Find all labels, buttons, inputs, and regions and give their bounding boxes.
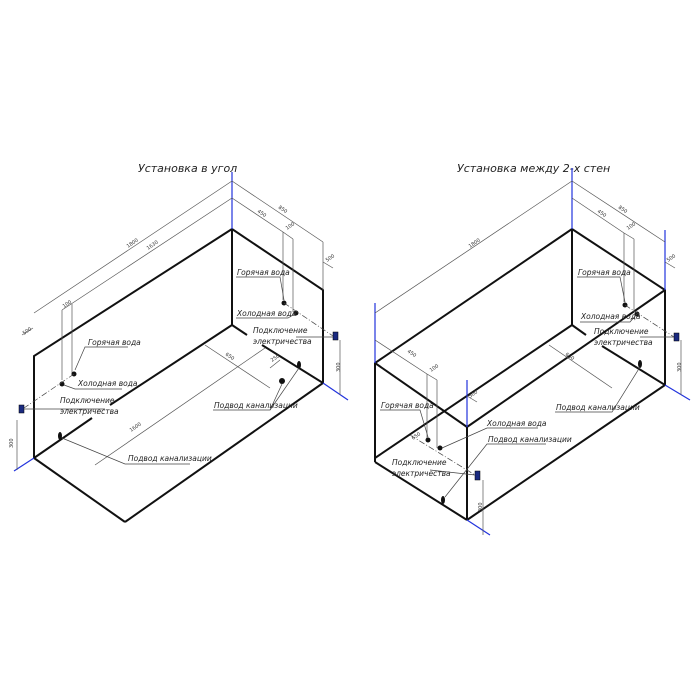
dimension-lines	[16, 180, 341, 470]
label-cold-water-front: Холодная вода	[486, 419, 547, 428]
drain-point-back	[638, 360, 642, 368]
dim-650: 650	[224, 352, 235, 362]
electric-socket-left	[18, 404, 25, 414]
diagram-two-walls-installation: Установка между 2-х стен	[374, 162, 691, 536]
dim-100-front: 100	[429, 363, 440, 373]
label-drain-back: Подвод канализации	[556, 403, 640, 412]
label-electric-2: электричества	[253, 337, 312, 346]
dim-500: 500	[325, 253, 336, 263]
dim-1600: 1600	[129, 422, 143, 434]
label-electric-left-1: Подключение	[60, 396, 115, 405]
dim-450: 450	[256, 209, 267, 219]
dim-300-front: 300	[478, 502, 484, 512]
dim-300: 300	[677, 362, 683, 372]
dim-100: 100	[626, 221, 637, 231]
wall-axes	[374, 168, 691, 536]
dimension-values: 1800 850 450 100 500 300 650 450 100 500…	[406, 205, 683, 512]
dim-width: 850	[617, 205, 628, 215]
drain-point-back	[297, 361, 301, 369]
label-cold-water-left: Холодная вода	[77, 379, 138, 388]
wall-axes	[13, 172, 349, 472]
label-electric-front-1: Подключение	[392, 458, 447, 467]
dim-length-outer: 1800	[126, 238, 140, 250]
dimension-lines	[374, 180, 682, 535]
label-cold-water: Холодная вода	[236, 309, 297, 318]
connection-points	[18, 300, 339, 440]
hot-water-point-front	[425, 437, 431, 443]
label-electric-front-2: электричества	[392, 469, 451, 478]
dim-450-front: 450	[406, 349, 417, 359]
label-electric-2: электричества	[594, 338, 653, 347]
dim-length: 1800	[468, 238, 482, 250]
dim-300: 300	[336, 362, 342, 372]
drain-point-floor	[279, 378, 285, 384]
label-hot-water: Горячая вода	[237, 268, 290, 277]
electric-socket-back	[673, 332, 680, 342]
label-electric-1: Подключение	[594, 327, 649, 336]
dim-250: 250	[270, 353, 281, 363]
dim-650-front: 650	[411, 431, 422, 441]
dim-450: 450	[596, 209, 607, 219]
label-electric-left-2: электричества	[60, 407, 119, 416]
electric-socket-front	[474, 470, 481, 481]
dim-300-left: 300	[9, 438, 15, 448]
label-drain-left: Подвод канализации	[128, 454, 212, 463]
dim-500-left: 500	[22, 326, 33, 336]
label-drain-front: Подвод канализации	[488, 435, 572, 444]
electric-socket-back	[332, 331, 339, 341]
dim-500: 500	[666, 253, 677, 263]
diagram-title: Установка между 2-х стен	[457, 162, 610, 175]
dim-500-front: 500	[468, 389, 479, 399]
drain-point-left	[58, 432, 62, 440]
diagram-title: Установка в угол	[138, 162, 237, 175]
dim-100: 100	[285, 221, 296, 231]
label-hot-water: Горячая вода	[578, 268, 631, 277]
label-drain-right: Подвод канализации	[214, 401, 298, 410]
diagram-corner-installation: Установка в угол	[9, 162, 349, 523]
dim-650: 650	[564, 352, 575, 362]
drain-point-front	[441, 496, 445, 504]
labels: Горячая вода Холодная вода Подключение э…	[380, 268, 674, 498]
label-hot-water-front: Горячая вода	[381, 401, 434, 410]
label-hot-water-left: Горячая вода	[88, 338, 141, 347]
dim-width: 850	[277, 205, 288, 215]
cold-water-point-front	[437, 445, 443, 451]
label-cold-water: Холодная вода	[580, 312, 641, 321]
label-electric-1: Подключение	[253, 326, 308, 335]
labels: Горячая вода Холодная вода Подключение э…	[24, 268, 333, 465]
dim-100-left: 100	[62, 299, 73, 309]
